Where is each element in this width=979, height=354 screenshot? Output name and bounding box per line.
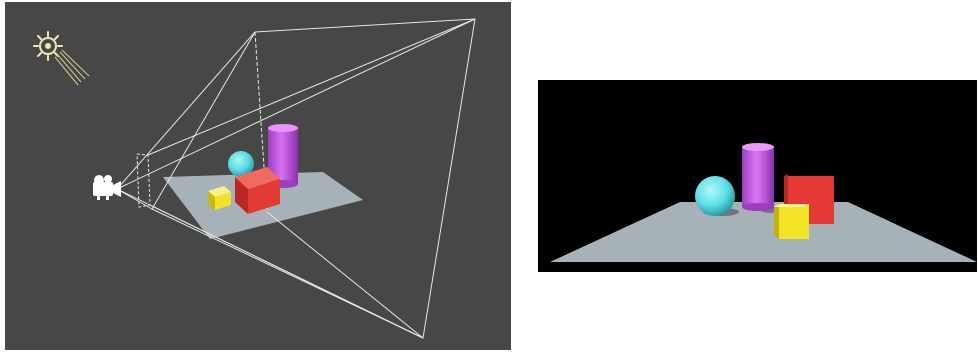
- directional-light-sun-icon[interactable]: [34, 32, 89, 85]
- scene-canvas[interactable]: [5, 2, 511, 350]
- yellow-cube: [774, 204, 809, 239]
- scene-view[interactable]: [5, 2, 511, 350]
- game-canvas: [538, 80, 977, 272]
- cylinder: [742, 143, 774, 211]
- sphere: [695, 176, 735, 216]
- game-view: [538, 80, 977, 272]
- camera-gizmo-icon[interactable]: [93, 175, 121, 200]
